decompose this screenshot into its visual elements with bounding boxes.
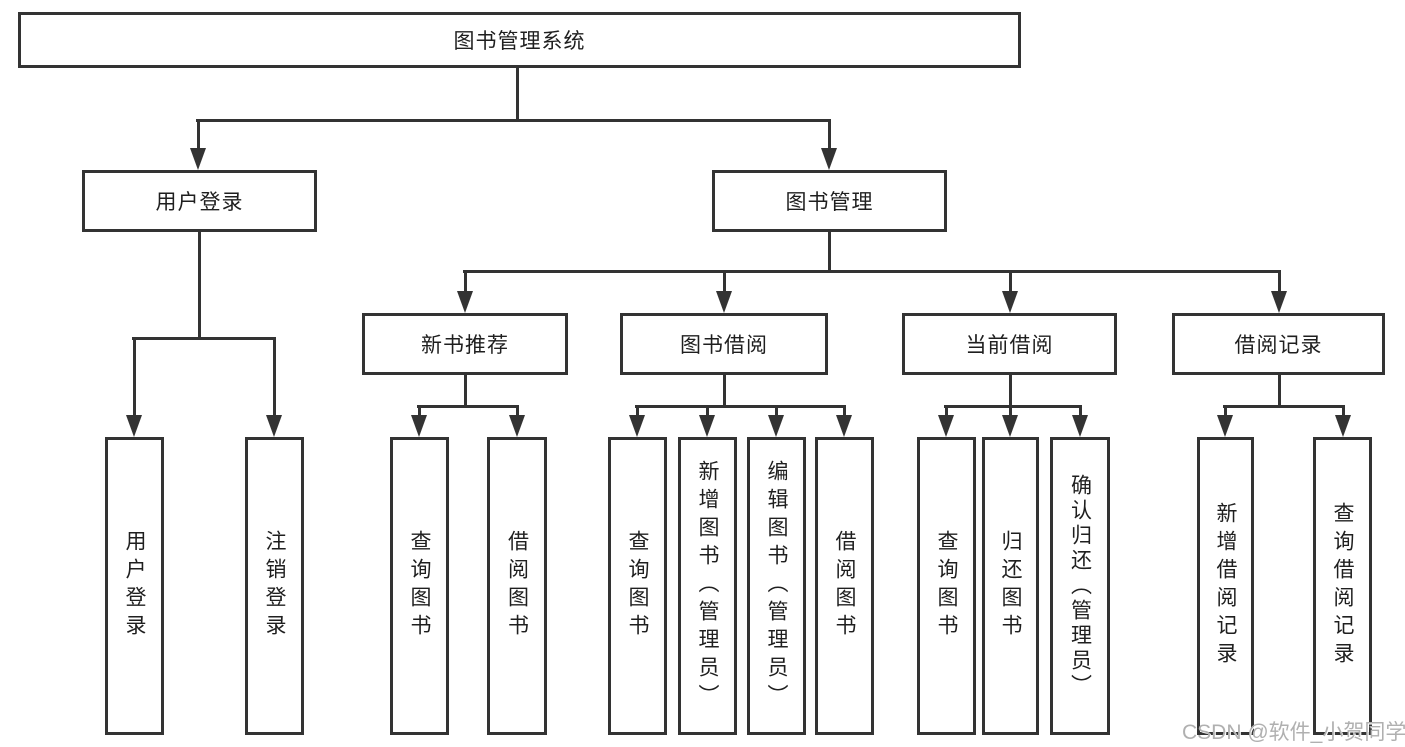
leaf-label: 归还图书 (999, 530, 1023, 642)
leaf-borrow-query-books: 查询图书 (608, 437, 667, 735)
connector-line (1224, 405, 1227, 417)
connector-line (1079, 405, 1082, 417)
arrow-down-icon (411, 415, 427, 437)
connector-line (132, 337, 276, 340)
connector-line (706, 405, 709, 417)
leaf-label: 新增图书（管理员） (696, 460, 720, 712)
leaf-logout: 注销登录 (245, 437, 304, 735)
arrow-down-icon (266, 415, 282, 437)
node-new-book-recommend: 新书推荐 (362, 313, 568, 375)
arrow-down-icon (836, 415, 852, 437)
connector-line (843, 405, 846, 417)
connector-line (464, 375, 467, 405)
leaf-user-login: 用户登录 (105, 437, 164, 735)
node-book-borrow: 图书借阅 (620, 313, 828, 375)
node-book-management: 图书管理 (712, 170, 947, 232)
arrow-down-icon (509, 415, 525, 437)
leaf-add-borrow-record: 新增借阅记录 (1197, 437, 1254, 735)
arrow-down-icon (1217, 415, 1233, 437)
connector-line (1278, 270, 1281, 293)
connector-line (636, 405, 639, 417)
arrow-down-icon (699, 415, 715, 437)
connector-line (418, 405, 421, 417)
connector-line (198, 232, 201, 337)
leaf-edit-books-admin: 编辑图书（管理员） (747, 437, 806, 735)
leaf-recommend-query-books: 查询图书 (390, 437, 449, 735)
connector-line (1223, 405, 1345, 408)
leaf-label: 借阅图书 (505, 530, 529, 642)
connector-line (828, 232, 831, 270)
connector-line (1342, 405, 1345, 417)
connector-line (464, 270, 467, 293)
connector-line (944, 405, 1082, 408)
connector-line (273, 337, 276, 417)
node-user-login: 用户登录 (82, 170, 317, 232)
leaf-query-borrow-record: 查询借阅记录 (1313, 437, 1372, 735)
leaf-label: 查询图书 (626, 530, 650, 642)
watermark: CSDN @软件_小贺同学 (1182, 721, 1405, 744)
arrow-down-icon (821, 148, 837, 170)
leaf-current-query-books: 查询图书 (917, 437, 976, 735)
leaf-label: 编辑图书（管理员） (765, 460, 789, 712)
connector-line (463, 270, 1281, 273)
connector-line (945, 405, 948, 417)
connector-line (635, 405, 846, 408)
connector-line (1009, 375, 1012, 405)
leaf-label: 注销登录 (263, 530, 287, 642)
arrow-down-icon (1002, 291, 1018, 313)
leaf-recommend-borrow-books: 借阅图书 (487, 437, 547, 735)
connector-line (133, 337, 136, 417)
arrow-down-icon (1002, 415, 1018, 437)
connector-line (775, 405, 778, 417)
connector-line (723, 270, 726, 293)
leaf-label: 借阅图书 (833, 530, 857, 642)
connector-line (1009, 405, 1012, 417)
connector-line (723, 375, 726, 405)
node-root: 图书管理系统 (18, 12, 1021, 68)
arrow-down-icon (1335, 415, 1351, 437)
arrow-down-icon (190, 148, 206, 170)
arrow-down-icon (126, 415, 142, 437)
node-borrow-records: 借阅记录 (1172, 313, 1385, 375)
leaf-confirm-return-admin: 确认归还（管理员） (1050, 437, 1110, 735)
connector-line (516, 405, 519, 417)
leaf-label: 查询借阅记录 (1331, 502, 1355, 670)
leaf-label: 确认归还（管理员） (1068, 473, 1092, 699)
connector-line (417, 405, 519, 408)
leaf-label: 查询图书 (408, 530, 432, 642)
arrow-down-icon (457, 291, 473, 313)
arrow-down-icon (1072, 415, 1088, 437)
arrow-down-icon (768, 415, 784, 437)
connector-line (828, 119, 831, 150)
leaf-add-books-admin: 新增图书（管理员） (678, 437, 737, 735)
leaf-return-books: 归还图书 (982, 437, 1039, 735)
arrow-down-icon (1271, 291, 1287, 313)
connector-line (1009, 270, 1012, 293)
leaf-label: 用户登录 (123, 530, 147, 642)
connector-line (1278, 375, 1281, 405)
node-current-borrow: 当前借阅 (902, 313, 1117, 375)
connector-line (196, 119, 831, 122)
arrow-down-icon (629, 415, 645, 437)
arrow-down-icon (716, 291, 732, 313)
arrow-down-icon (938, 415, 954, 437)
connector-line (516, 68, 519, 119)
leaf-label: 查询图书 (935, 530, 959, 642)
leaf-label: 新增借阅记录 (1214, 502, 1238, 670)
leaf-borrow-books: 借阅图书 (815, 437, 874, 735)
connector-line (197, 119, 200, 150)
